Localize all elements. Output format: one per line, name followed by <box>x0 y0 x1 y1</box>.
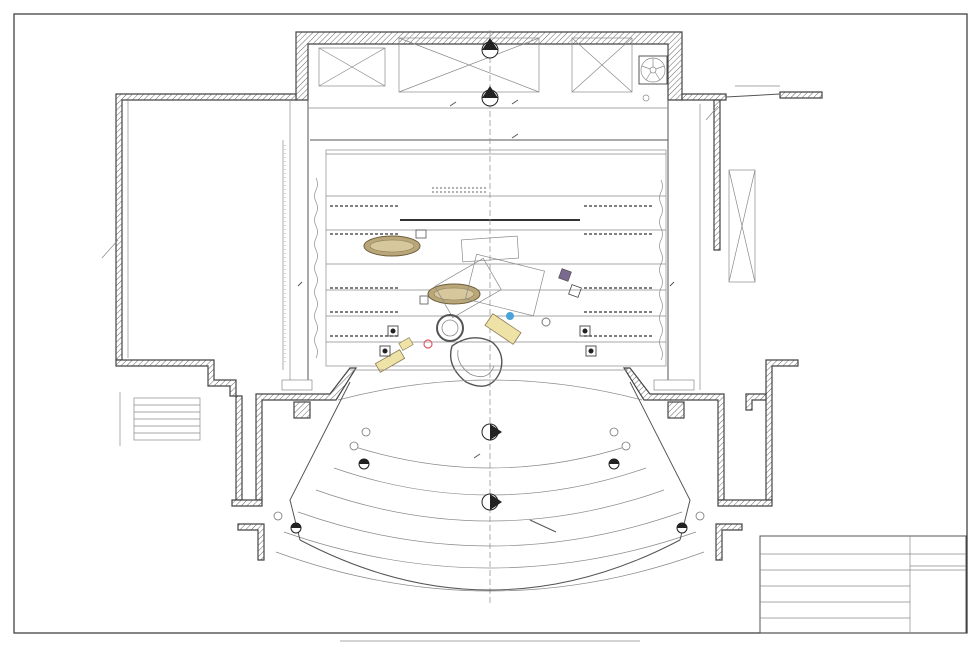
sofa-prop-icon <box>363 235 421 257</box>
sofa-prop-icon <box>427 283 481 305</box>
section-marker-icon <box>481 423 502 441</box>
leader-ticks <box>297 99 675 533</box>
section-marker-icon <box>676 522 688 534</box>
stage-light-icon <box>379 325 597 357</box>
spiral-stair-icon <box>638 55 668 85</box>
section-marker-icon <box>481 38 499 59</box>
backstage-block <box>295 31 683 102</box>
drawing-frame <box>13 13 968 634</box>
side-stairs <box>119 359 799 507</box>
section-marker-icon <box>290 522 302 534</box>
tilted-table-prop-icon <box>434 235 545 319</box>
right-wing <box>681 85 823 390</box>
section-marker-icon <box>481 86 499 107</box>
stage-props <box>363 229 597 387</box>
section-marker-icon <box>358 458 370 470</box>
section-markers <box>290 38 688 534</box>
title-block <box>759 535 967 634</box>
left-wing <box>101 93 297 397</box>
section-marker-icon <box>608 458 620 470</box>
stage-area <box>284 30 669 606</box>
section-marker-icon <box>481 493 502 511</box>
